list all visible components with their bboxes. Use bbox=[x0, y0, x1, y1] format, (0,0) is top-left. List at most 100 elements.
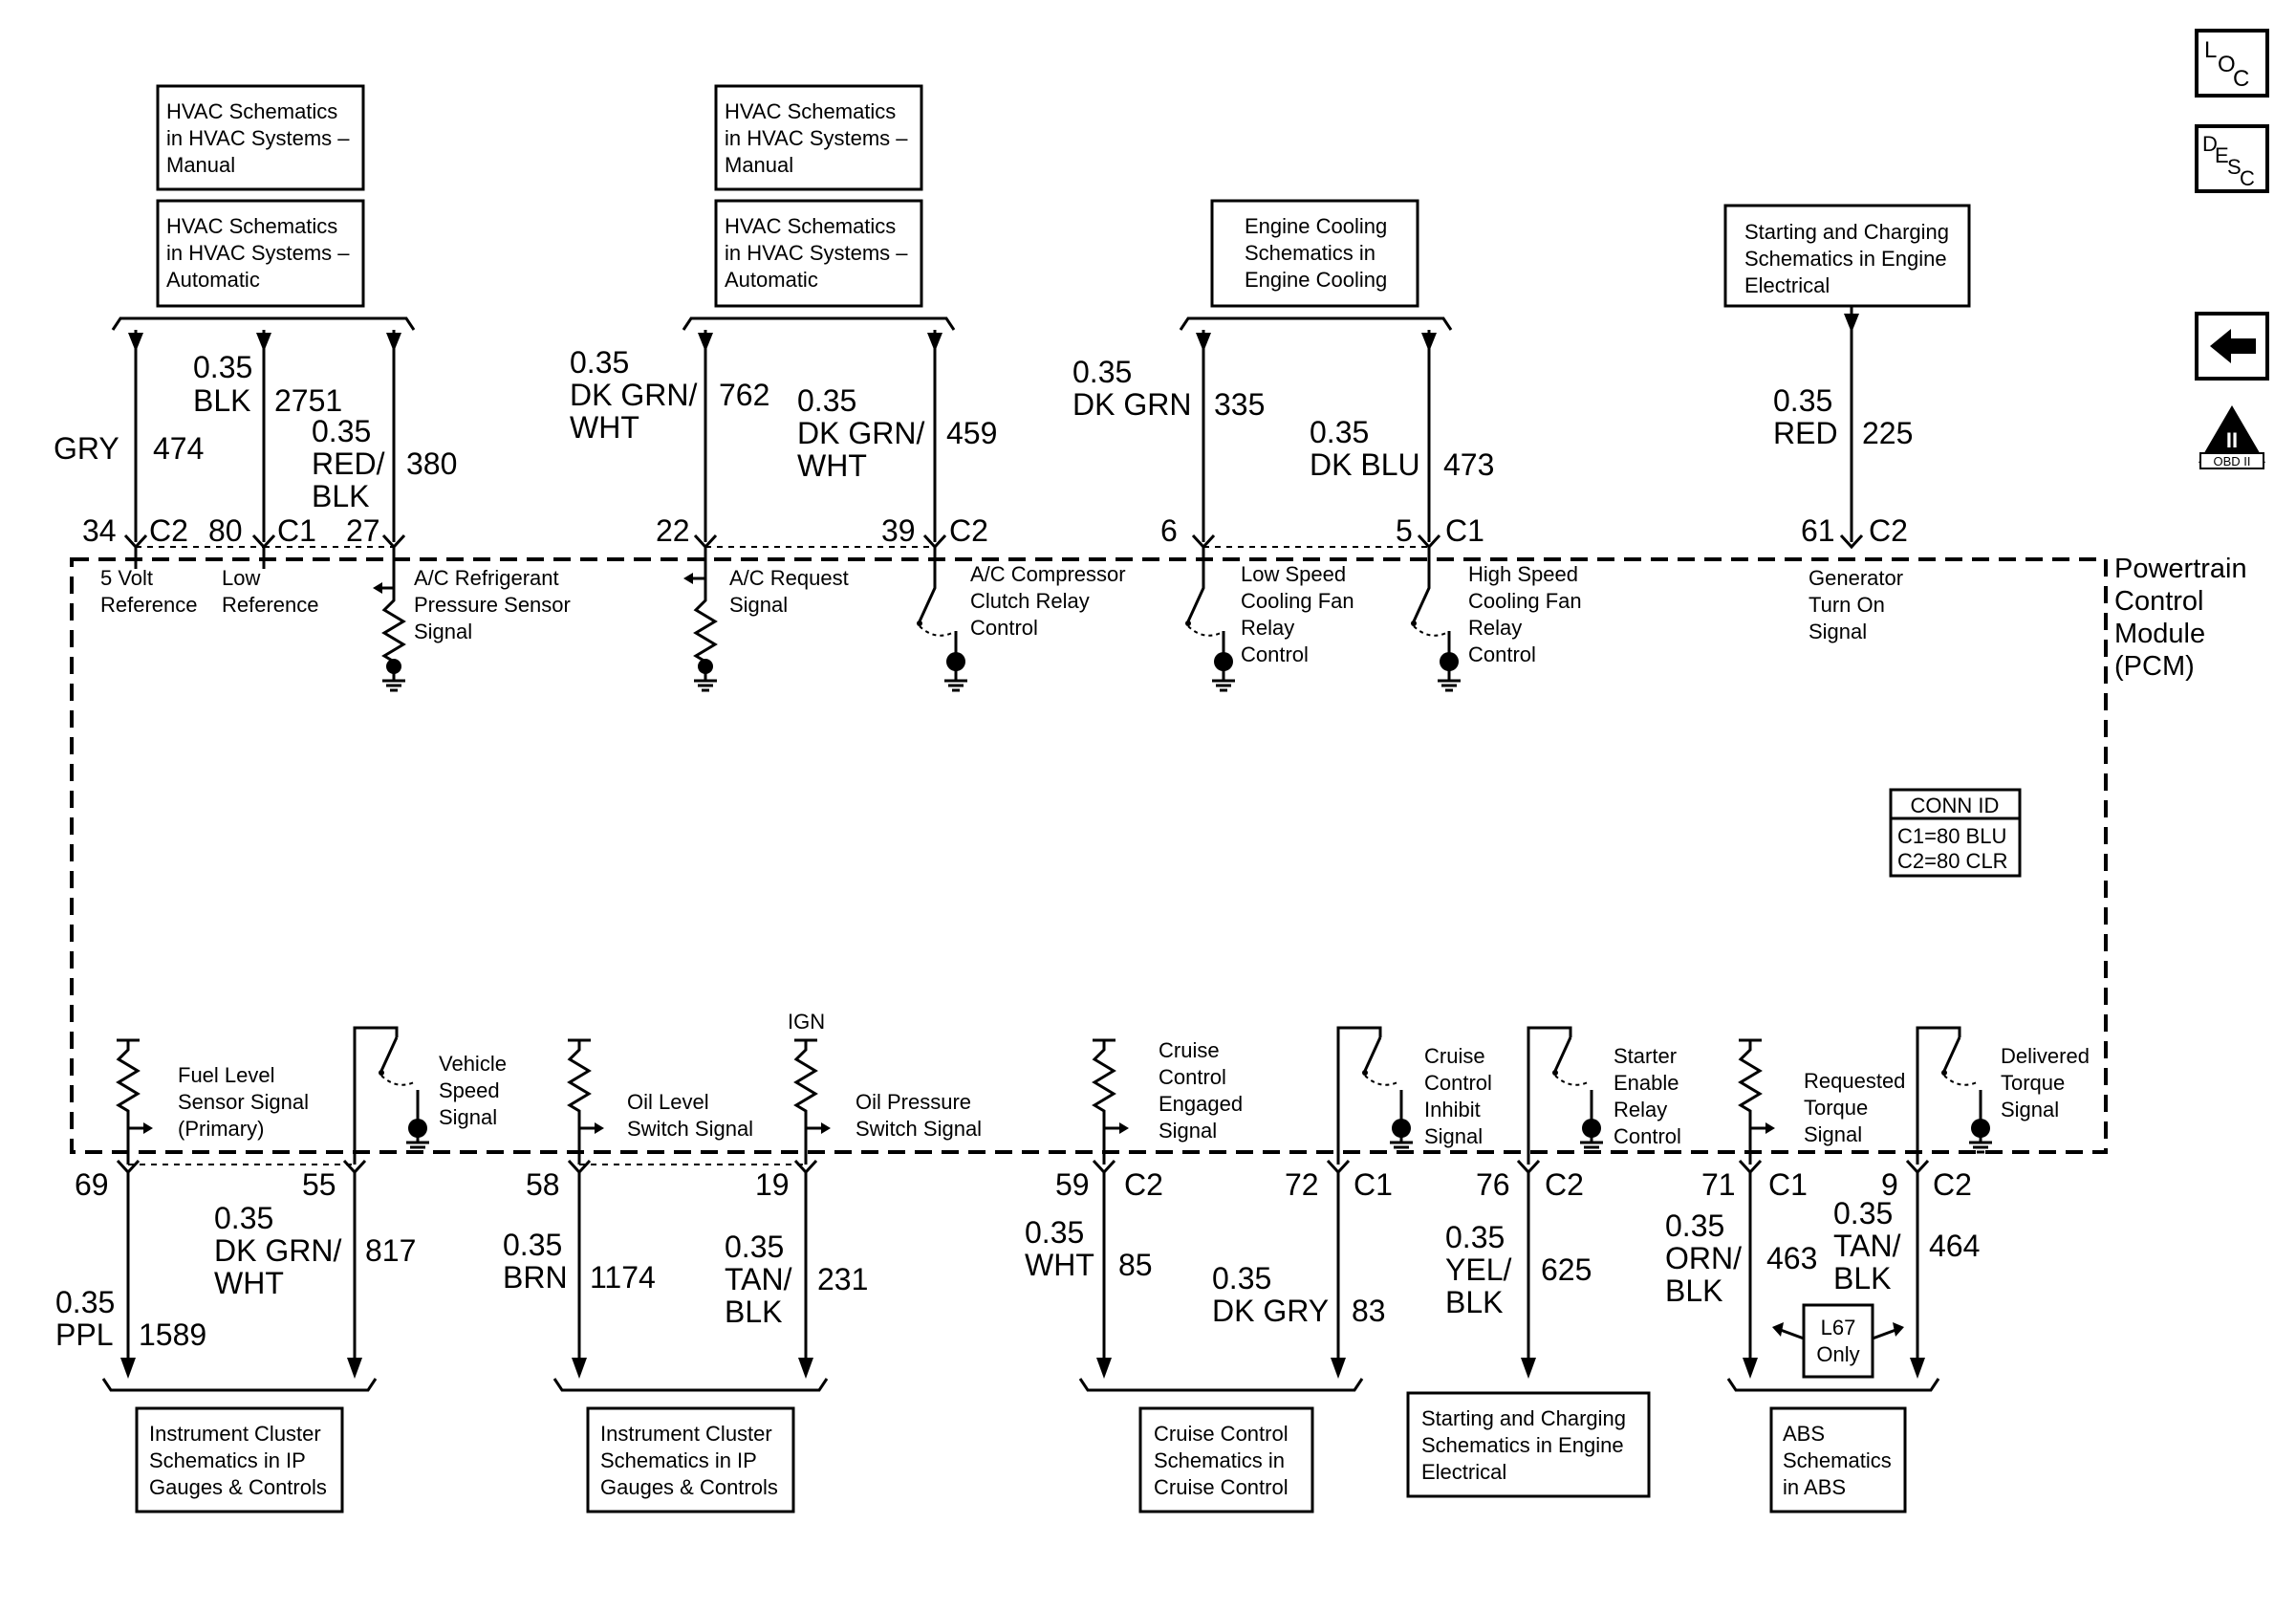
wire-85-color: WHT bbox=[1025, 1248, 1094, 1282]
hvac-auto-box-1-line-2: in HVAC Systems – bbox=[166, 241, 350, 265]
engine-cooling-box-line-3: Engine Cooling bbox=[1245, 268, 1387, 292]
hvac-auto-box-1[interactable] bbox=[156, 199, 365, 308]
wire-463-conn: C1 bbox=[1768, 1167, 1808, 1202]
wire-459-pin: 39 bbox=[881, 513, 916, 548]
instrument-cluster-box-1[interactable] bbox=[135, 1406, 344, 1513]
back-button[interactable] bbox=[2195, 312, 2269, 381]
oil-level-line-2: Switch Signal bbox=[627, 1117, 753, 1141]
instrument-cluster-box-2-line-3: Gauges & Controls bbox=[600, 1475, 778, 1499]
wire-231-gauge: 0.35 bbox=[725, 1230, 784, 1264]
engine-cooling-box-line-1: Engine Cooling bbox=[1245, 214, 1387, 238]
wire-459-gauge: 0.35 bbox=[797, 383, 856, 418]
cruise-control-box-line-1: Cruise Control bbox=[1154, 1422, 1289, 1446]
high-fan-line-4: Control bbox=[1468, 642, 1536, 666]
hvac-manual-box-1-line-1: HVAC Schematics bbox=[166, 99, 337, 123]
abs-box-line-1: ABS bbox=[1783, 1422, 1825, 1446]
loc-label-c: C bbox=[2233, 66, 2249, 92]
ign-label: IGN bbox=[788, 1010, 825, 1034]
hvac-auto-box-2[interactable] bbox=[714, 199, 923, 308]
ref5v-line-2: Reference bbox=[100, 593, 198, 617]
abs-box[interactable] bbox=[1769, 1406, 1907, 1513]
vehicle-speed-line-3: Signal bbox=[439, 1105, 497, 1129]
wire-473-pin: 5 bbox=[1396, 513, 1413, 548]
ac-pressure-line-2: Pressure Sensor bbox=[414, 593, 571, 617]
low-fan-line-3: Relay bbox=[1241, 616, 1294, 640]
obd-ii-button[interactable] bbox=[2199, 405, 2265, 469]
wire-762-color-1: DK GRN/ bbox=[570, 378, 697, 412]
desc-button[interactable] bbox=[2195, 124, 2269, 193]
wire-463-color-2: BLK bbox=[1665, 1274, 1722, 1308]
wire-817-color-1: DK GRN/ bbox=[214, 1233, 341, 1268]
engine-cooling-box[interactable] bbox=[1210, 199, 1419, 308]
wire-463-color-1: ORN/ bbox=[1665, 1241, 1742, 1275]
wire-1174-color: BRN bbox=[503, 1260, 568, 1295]
pcm-title-line-1: Powertrain bbox=[2114, 554, 2247, 584]
cruise-engaged-line-1: Cruise bbox=[1159, 1038, 1220, 1062]
wire-625-circuit: 625 bbox=[1541, 1252, 1592, 1287]
cruise-control-box[interactable] bbox=[1138, 1406, 1314, 1513]
instrument-cluster-box-1-line-1: Instrument Cluster bbox=[149, 1422, 321, 1446]
wire-225-color: RED bbox=[1773, 416, 1838, 450]
wire-380-color-2: BLK bbox=[312, 479, 369, 513]
wire-380-pin: 27 bbox=[346, 513, 380, 548]
starting-charging-top-box-line-3: Electrical bbox=[1744, 273, 1830, 297]
wire-464-circuit: 464 bbox=[1929, 1229, 1980, 1263]
cruise-engaged-line-3: Engaged bbox=[1159, 1092, 1243, 1116]
starting-charging-bottom-box[interactable] bbox=[1406, 1391, 1651, 1498]
loc-button[interactable] bbox=[2195, 29, 2269, 98]
wire-1589-color: PPL bbox=[55, 1317, 113, 1352]
conn-id-box bbox=[1889, 788, 2022, 878]
hvac-manual-box-2[interactable] bbox=[714, 84, 923, 191]
hvac-manual-box-1[interactable] bbox=[156, 84, 365, 191]
bottom-bracket-2 bbox=[552, 1378, 829, 1392]
wire-83-gauge: 0.35 bbox=[1212, 1261, 1271, 1295]
starter-enable-line-2: Enable bbox=[1614, 1071, 1679, 1095]
wire-474-circuit: 474 bbox=[153, 431, 204, 466]
wire-464-gauge: 0.35 bbox=[1833, 1196, 1893, 1230]
wire-2751-circuit: 2751 bbox=[274, 383, 342, 418]
wire-1589-gauge: 0.35 bbox=[55, 1285, 115, 1319]
wire-762-gauge: 0.35 bbox=[570, 345, 629, 380]
wire-83-circuit: 83 bbox=[1352, 1294, 1386, 1328]
wire-474-pin: 34 bbox=[82, 513, 117, 548]
instrument-cluster-box-2[interactable] bbox=[586, 1406, 795, 1513]
generator-line-1: Generator bbox=[1809, 566, 1903, 590]
wire-474-color: GRY bbox=[54, 431, 119, 466]
ac-clutch-line-1: A/C Compressor bbox=[970, 562, 1126, 586]
wire-625-color-2: BLK bbox=[1445, 1285, 1503, 1319]
wire-85-conn: C2 bbox=[1124, 1167, 1163, 1202]
wire-625-gauge: 0.35 bbox=[1445, 1220, 1505, 1254]
wire-459-conn: C2 bbox=[949, 513, 988, 548]
hvac-manual-box-2-line-2: in HVAC Systems – bbox=[725, 126, 908, 150]
del-torque-line-2: Torque bbox=[2001, 1071, 2065, 1095]
engine-cooling-box-line-2: Schematics in bbox=[1245, 241, 1375, 265]
high-fan-line-1: High Speed bbox=[1468, 562, 1578, 586]
wire-83-color: DK GRY bbox=[1212, 1294, 1329, 1328]
starter-enable-line-1: Starter bbox=[1614, 1044, 1677, 1068]
high-fan-line-2: Cooling Fan bbox=[1468, 589, 1582, 613]
wire-473-gauge: 0.35 bbox=[1310, 415, 1369, 449]
cruise-engaged-line-2: Control bbox=[1159, 1065, 1226, 1089]
wire-225-conn: C2 bbox=[1869, 513, 1908, 548]
wire-380-gauge: 0.35 bbox=[312, 414, 371, 448]
del-torque-line-3: Signal bbox=[2001, 1098, 2059, 1121]
wire-2751-conn: C1 bbox=[277, 513, 316, 548]
cruise-inhibit-line-4: Signal bbox=[1424, 1124, 1483, 1148]
starting-charging-top-box[interactable] bbox=[1723, 204, 1971, 308]
wire-459-color-1: DK GRN/ bbox=[797, 416, 924, 450]
req-torque-line-1: Requested bbox=[1804, 1069, 1905, 1093]
instrument-cluster-box-2-line-2: Schematics in IP bbox=[600, 1448, 757, 1472]
vehicle-speed-line-2: Speed bbox=[439, 1078, 500, 1102]
starter-enable-line-4: Control bbox=[1614, 1124, 1681, 1148]
ac-clutch-line-2: Clutch Relay bbox=[970, 589, 1090, 613]
starting-charging-bottom-box-line-1: Starting and Charging bbox=[1421, 1406, 1626, 1430]
hvac-manual-box-2-line-1: HVAC Schematics bbox=[725, 99, 896, 123]
wire-85-gauge: 0.35 bbox=[1025, 1215, 1084, 1250]
ref5v-line-1: 5 Volt bbox=[100, 566, 153, 590]
bottom-bracket-4 bbox=[1726, 1378, 1940, 1392]
wire-762-color-2: WHT bbox=[570, 410, 639, 445]
ac-pressure-line-3: Signal bbox=[414, 620, 472, 643]
wire-817-gauge: 0.35 bbox=[214, 1201, 273, 1235]
cruise-inhibit-line-1: Cruise bbox=[1424, 1044, 1485, 1068]
